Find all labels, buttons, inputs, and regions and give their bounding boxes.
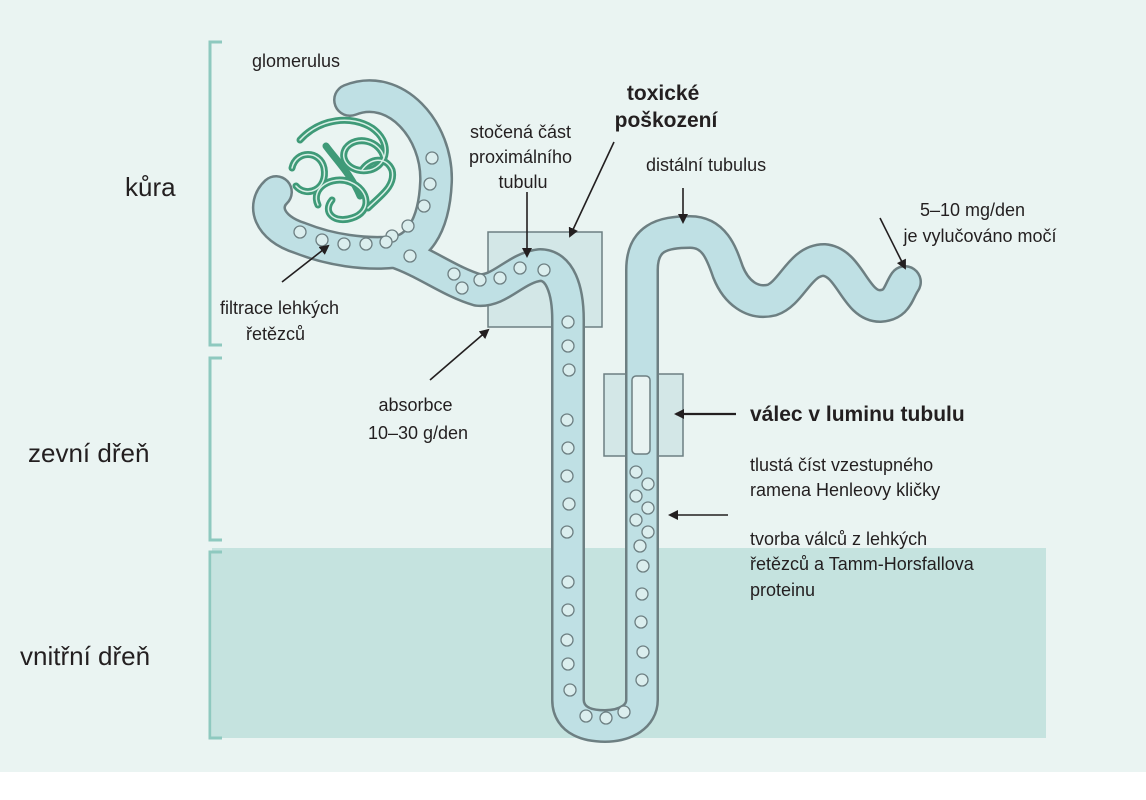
light-chain-particle: [563, 683, 577, 697]
label-excretion: 5–10 mg/den je vylučováno močí: [902, 200, 1056, 246]
zone-label-outer-medulla: zevní dřeň: [28, 438, 149, 468]
light-chain-particle: [641, 477, 655, 491]
light-chain-particle: [617, 705, 631, 719]
label-cast: válec v luminu tubulu: [750, 403, 965, 426]
light-chain-particle: [629, 513, 643, 527]
light-chain-particle: [561, 441, 575, 455]
light-chain-particle: [560, 633, 574, 647]
inner-medulla-bracket: [208, 550, 222, 740]
light-chain-particle: [561, 575, 575, 589]
light-chain-particle: [634, 615, 648, 629]
light-chain-particle: [633, 539, 647, 553]
arrow-toxic: [568, 141, 615, 238]
light-chain-particle: [315, 233, 329, 247]
zone-label-cortex: kůra: [125, 172, 176, 202]
zone-brackets: [208, 40, 222, 740]
label-toxic-damage: toxické poškození: [615, 82, 719, 132]
light-chain-particle: [425, 151, 439, 165]
light-chain-particle: [473, 273, 487, 287]
outer-medulla-bracket: [208, 356, 222, 542]
light-chain-particle: [560, 413, 574, 427]
light-chain-particle: [561, 657, 575, 671]
tubular-cast: [631, 375, 651, 455]
light-chain-particle: [293, 225, 307, 239]
light-chain-particle: [455, 281, 469, 295]
pointer-arrows: [281, 141, 906, 520]
light-chain-particle: [629, 465, 643, 479]
light-chain-particle: [493, 271, 507, 285]
light-chain-particle: [635, 587, 649, 601]
label-absorption: absorbce 10–30 g/den: [368, 395, 468, 443]
light-chain-particle: [562, 363, 576, 377]
light-chain-particle: [403, 249, 417, 263]
light-chain-particle: [641, 525, 655, 539]
light-chain-particle: [635, 673, 649, 687]
label-distal-tubule: distální tubulus: [646, 155, 766, 175]
light-chain-particle: [560, 525, 574, 539]
label-filtration: filtrace lehkých řetězců: [220, 298, 344, 344]
light-chain-particle: [562, 497, 576, 511]
label-glomerulus: glomerulus: [252, 51, 340, 71]
light-chain-particle: [561, 315, 575, 329]
light-chain-particle: [401, 219, 415, 233]
light-chain-particle: [337, 237, 351, 251]
arrow-excretion: [879, 217, 906, 270]
light-chain-particle: [379, 235, 393, 249]
light-chain-particle: [359, 237, 373, 251]
light-chain-particle: [636, 645, 650, 659]
light-chain-particles: [293, 151, 655, 725]
label-thick-ascending-limb: tlustá číst vzestupného ramena Henleovy …: [750, 455, 940, 500]
light-chain-particle: [561, 603, 575, 617]
arrow-filtration: [281, 244, 330, 283]
glomerulus-highlights: [291, 119, 394, 221]
arrow-absorption: [429, 328, 490, 381]
light-chain-particle: [417, 199, 431, 213]
light-chain-particle: [447, 267, 461, 281]
light-chain-particle: [423, 177, 437, 191]
zone-label-inner-medulla: vnitřní dřeň: [20, 641, 150, 671]
light-chain-particle: [513, 261, 527, 275]
label-cast-formation: tvorba válců z lehkých řetězců a Tamm-Ho…: [750, 529, 979, 600]
light-chain-particle: [561, 339, 575, 353]
light-chain-particle: [560, 469, 574, 483]
light-chain-particle: [599, 711, 613, 725]
light-chain-particle: [629, 489, 643, 503]
light-chain-particle: [641, 501, 655, 515]
cortex-bracket: [208, 40, 222, 347]
label-proximal: stočená část proximálního tubulu: [469, 122, 577, 192]
light-chain-particle: [636, 559, 650, 573]
light-chain-particle: [579, 709, 593, 723]
light-chain-particle: [537, 263, 551, 277]
